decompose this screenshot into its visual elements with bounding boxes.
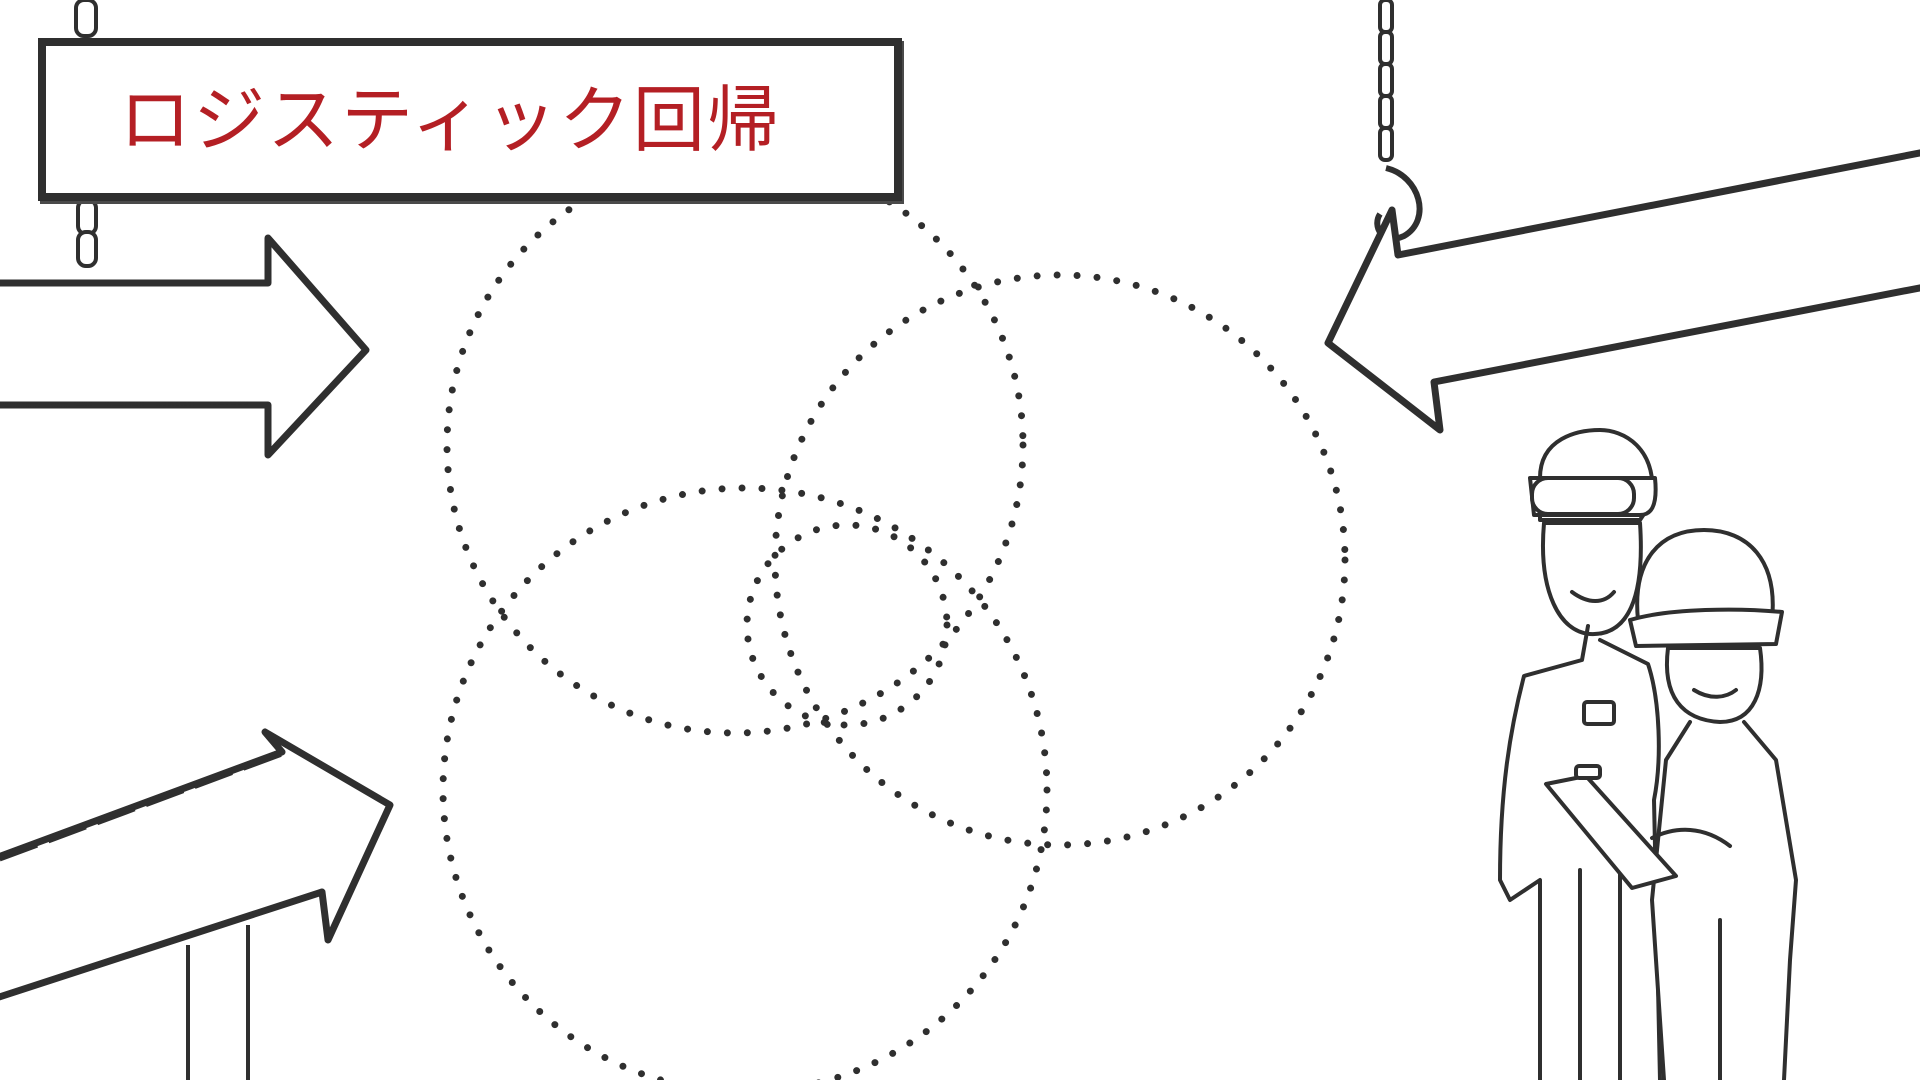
venn-circle-right — [771, 271, 1349, 849]
worker-with-goggles — [1498, 428, 1662, 1080]
title-sign: ロジスティック回帰 — [38, 38, 902, 201]
venn-circle-center — [743, 521, 951, 729]
venn-diagram — [439, 153, 1349, 1080]
page-title: ロジスティック回帰 — [119, 77, 781, 162]
worker-with-helmet — [1544, 528, 1798, 1080]
crane-chain — [1374, 0, 1423, 242]
venn-circle-top — [443, 153, 1027, 737]
right-arrow-top — [0, 234, 370, 459]
venn-circle-bottom — [439, 484, 1051, 1080]
left-arrow — [1324, 149, 1920, 434]
right-arrow-bottom — [0, 728, 394, 1080]
